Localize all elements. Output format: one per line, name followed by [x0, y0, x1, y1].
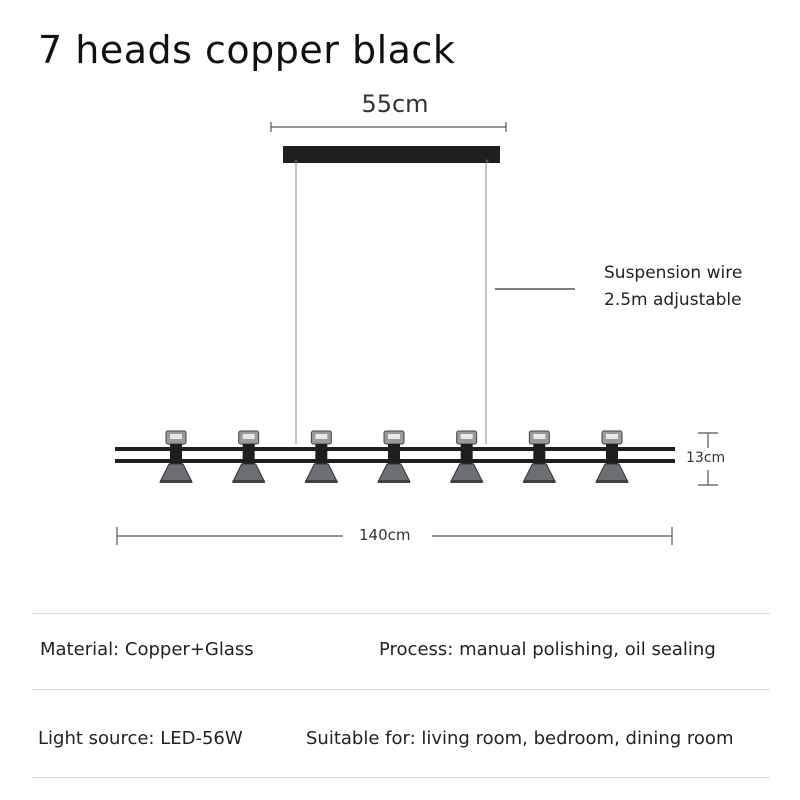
lamp-head	[595, 430, 629, 483]
spec-divider-bottom	[32, 777, 770, 778]
height-dimension-line	[698, 432, 718, 486]
length-label: 140cm	[359, 526, 411, 544]
width-label: 55cm	[361, 90, 429, 118]
width-dimension-line	[270, 122, 507, 132]
wire-callout: Suspension wire 2.5m adjustable	[604, 260, 742, 314]
spec-divider-top	[32, 613, 770, 614]
spec-light-source: Light source: LED-56W	[38, 728, 243, 749]
lamp-head	[377, 430, 411, 483]
lamp-head	[449, 430, 484, 483]
spec-process: Process: manual polishing, oil sealing	[379, 639, 716, 660]
height-label: 13cm	[686, 450, 726, 466]
lamp-head	[304, 430, 339, 483]
lamp-head	[522, 430, 557, 483]
length-dimension-line	[116, 527, 673, 545]
product-title: 7 heads copper black	[38, 28, 456, 72]
ceiling-canopy	[283, 146, 500, 163]
spec-material: Material: Copper+Glass	[40, 639, 254, 660]
spec-divider-middle	[32, 689, 770, 690]
wire-label-line2: 2.5m adjustable	[604, 290, 742, 310]
spec-suitable-for: Suitable for: living room, bedroom, dini…	[306, 728, 734, 749]
lamp-heads	[159, 430, 629, 483]
lamp-head	[231, 430, 266, 483]
lamp-head	[159, 430, 193, 483]
wire-label-line1: Suspension wire	[604, 263, 743, 283]
